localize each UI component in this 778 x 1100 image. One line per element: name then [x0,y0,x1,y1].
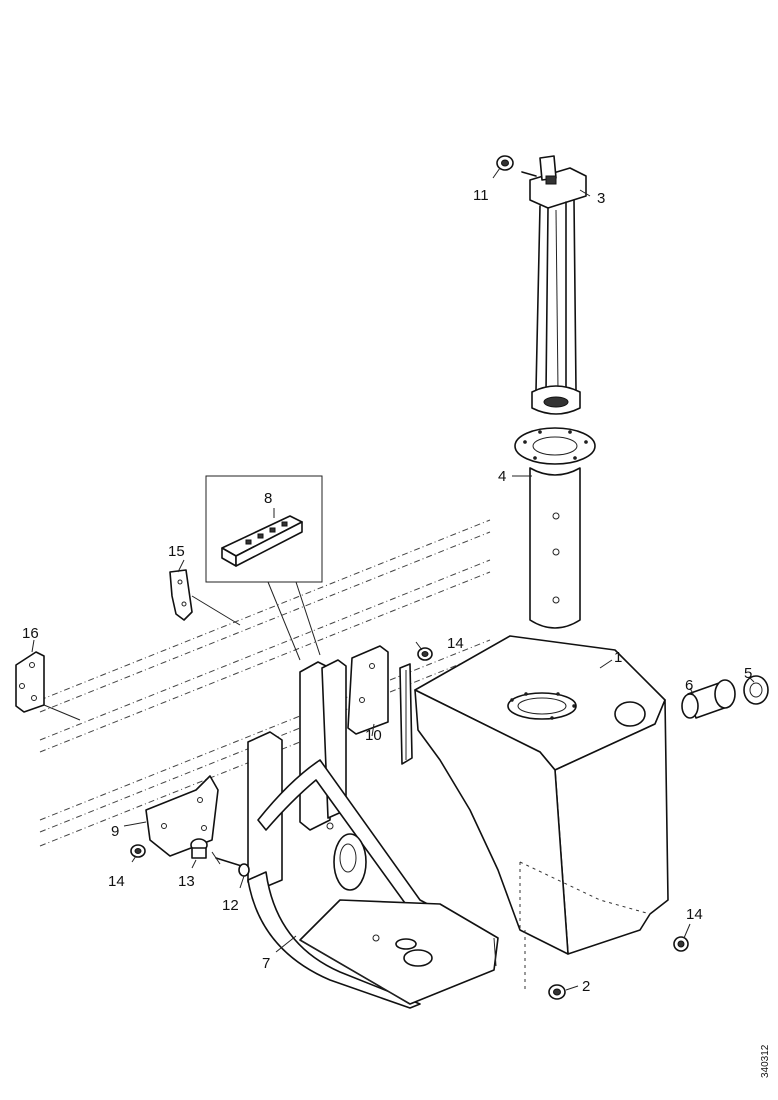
callout-14-left: 14 [108,873,125,890]
callout-labels: 1 2 3 4 5 6 7 8 9 10 11 12 13 14 14 14 1… [22,187,752,995]
chassis-frame-rails [39,519,491,847]
figure-code: 340312 [760,1044,771,1078]
bracket-16 [15,651,81,721]
inset-detail-box [205,475,323,661]
callout-12: 12 [222,897,239,914]
bolt-12 [211,851,250,877]
callout-11: 11 [473,187,489,204]
nut-2 [548,984,566,1000]
callout-7: 7 [262,955,270,972]
callout-2: 2 [582,978,590,995]
bracket-15 [169,569,241,626]
callout-14-top: 14 [447,635,464,652]
fuel-tank-1 [414,635,669,990]
callout-4: 4 [498,468,506,485]
callout-8: 8 [264,490,272,507]
washer-13 [190,838,208,859]
callout-15: 15 [168,543,185,560]
callout-14-right: 14 [686,906,703,923]
callout-3: 3 [597,190,605,207]
strainer-tube-4 [529,467,581,629]
callout-5: 5 [744,665,752,682]
leader-lines [31,167,755,991]
callout-1: 1 [614,649,622,666]
nut-14-left [130,844,146,858]
tank-cradle-7 [247,659,499,1009]
terminal-block-8 [221,515,303,567]
adaptor-6 [681,679,736,719]
callout-6: 6 [685,677,693,694]
tank-guard-plate [399,663,413,765]
callout-13: 13 [178,873,195,890]
callout-16: 16 [22,625,39,642]
nut-14-right [673,936,689,952]
callout-10: 10 [365,727,382,744]
bracket-10 [347,645,389,735]
gasket-ring [514,427,596,465]
nut-14-top [417,647,433,661]
nut-11 [496,155,514,171]
bracket-9 [145,775,219,857]
fuel-level-sender-3 [521,155,587,415]
cap-5 [743,675,769,705]
callout-9: 9 [111,823,119,840]
